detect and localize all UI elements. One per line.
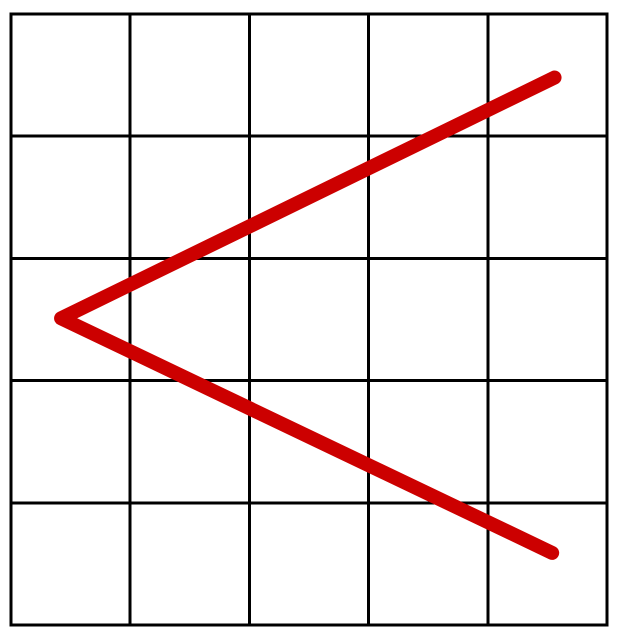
- grid-border: [9, 12, 609, 627]
- red-angle-line: [54, 70, 562, 560]
- angle-figure: [54, 70, 562, 560]
